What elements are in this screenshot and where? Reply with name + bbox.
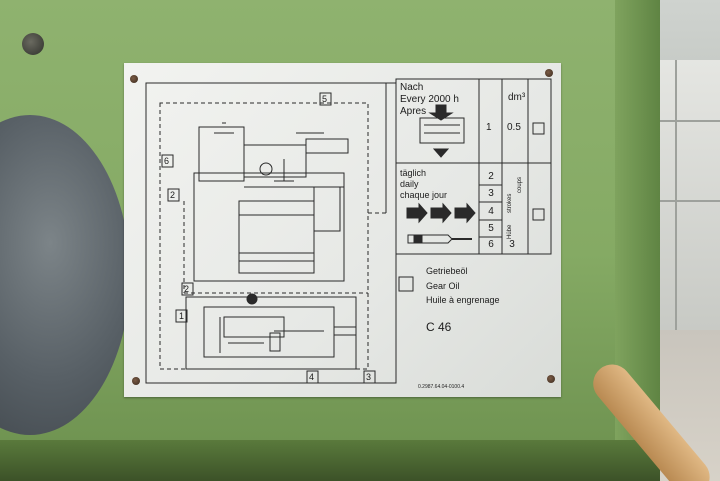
lathe-schematic [145,78,552,384]
lubrication-plate: 5 6 2 2 1 4 3 Nach Every 2000 h Apres dm… [124,63,561,397]
daily-heading-de: täglich [400,168,427,178]
diagram-callout: 5 [322,94,328,104]
diagram-callout: 4 [309,372,315,382]
rivet [545,69,553,77]
daily-number: 5 [488,223,494,234]
daily-number: 2 [488,171,494,182]
daily-number: 4 [488,206,494,217]
side-label-hube: Hübe [507,224,513,239]
diagram-callout: 1 [179,311,185,321]
interval-volume: 0.5 [507,122,521,133]
side-count: 3 [509,239,515,250]
housing-base [0,440,660,481]
daily-heading-fr: chaque jour [400,190,448,200]
oil-grade: C 46 [426,320,452,334]
side-label-coups: coups [517,176,523,193]
interval-heading-en: Every 2000 h [400,94,459,105]
rivet [132,377,140,385]
housing-bolt [22,33,44,55]
interval-heading-fr: Apres [400,106,427,117]
daily-heading-en: daily [400,179,419,189]
side-label-strokes: strokes [507,193,513,213]
diagram-callout: 6 [164,156,170,166]
diagram-callout: 3 [366,372,372,382]
oil-label-de: Getriebeöl [426,266,468,276]
rivet [547,375,555,383]
oil-label-fr: Huile à engrenage [426,295,500,305]
daily-number: 3 [488,188,494,199]
unit-label: dm³ [508,92,526,103]
plate-footer: 0.2987.64.04-0100.4 [418,384,465,390]
interval-heading-de: Nach [400,82,424,93]
daily-number: 6 [488,239,494,250]
interval-count: 1 [486,122,492,133]
diagram-callout: 2 [184,284,190,294]
rivet [130,75,138,83]
oil-label-en: Gear Oil [426,281,460,291]
diagram-callout: 2 [170,190,176,200]
